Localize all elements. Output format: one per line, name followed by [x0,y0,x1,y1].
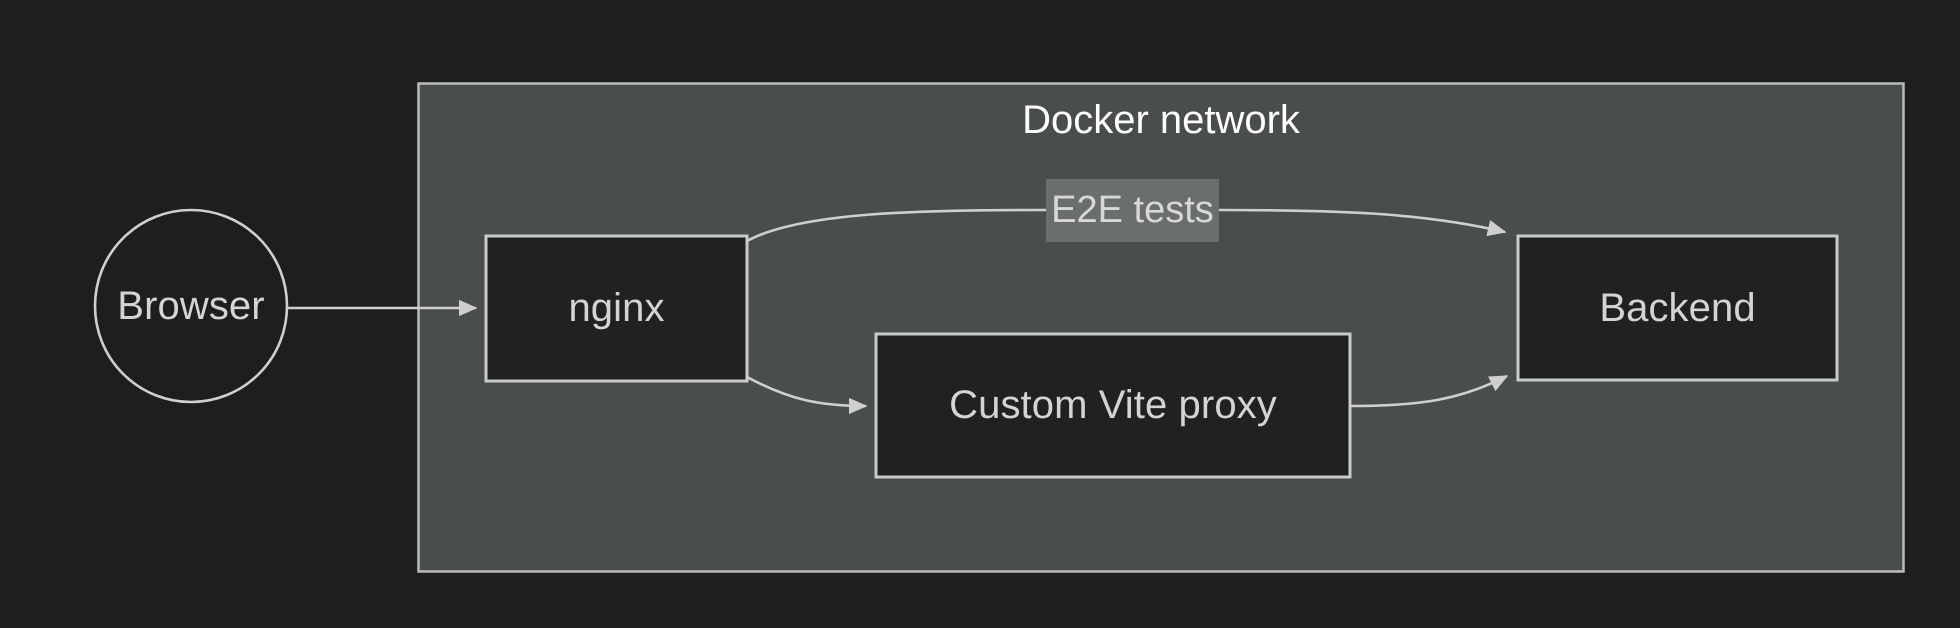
edge-label-e2e-tests: E2E tests [1046,179,1219,242]
node-backend-shape[interactable] [1516,234,1839,382]
edge-nginx-to-backend [746,208,1047,243]
node-vite-proxy-shape[interactable] [874,332,1352,479]
docker-network-title: Docker network [1022,98,1300,142]
edge-nginx-to-backend-tail [1218,208,1507,237]
edge-vite-proxy-to-backend [1349,374,1509,408]
edge-nginx-to-vite-proxy [746,375,868,415]
node-browser-shape[interactable] [93,208,289,404]
node-nginx-shape[interactable] [484,234,749,383]
